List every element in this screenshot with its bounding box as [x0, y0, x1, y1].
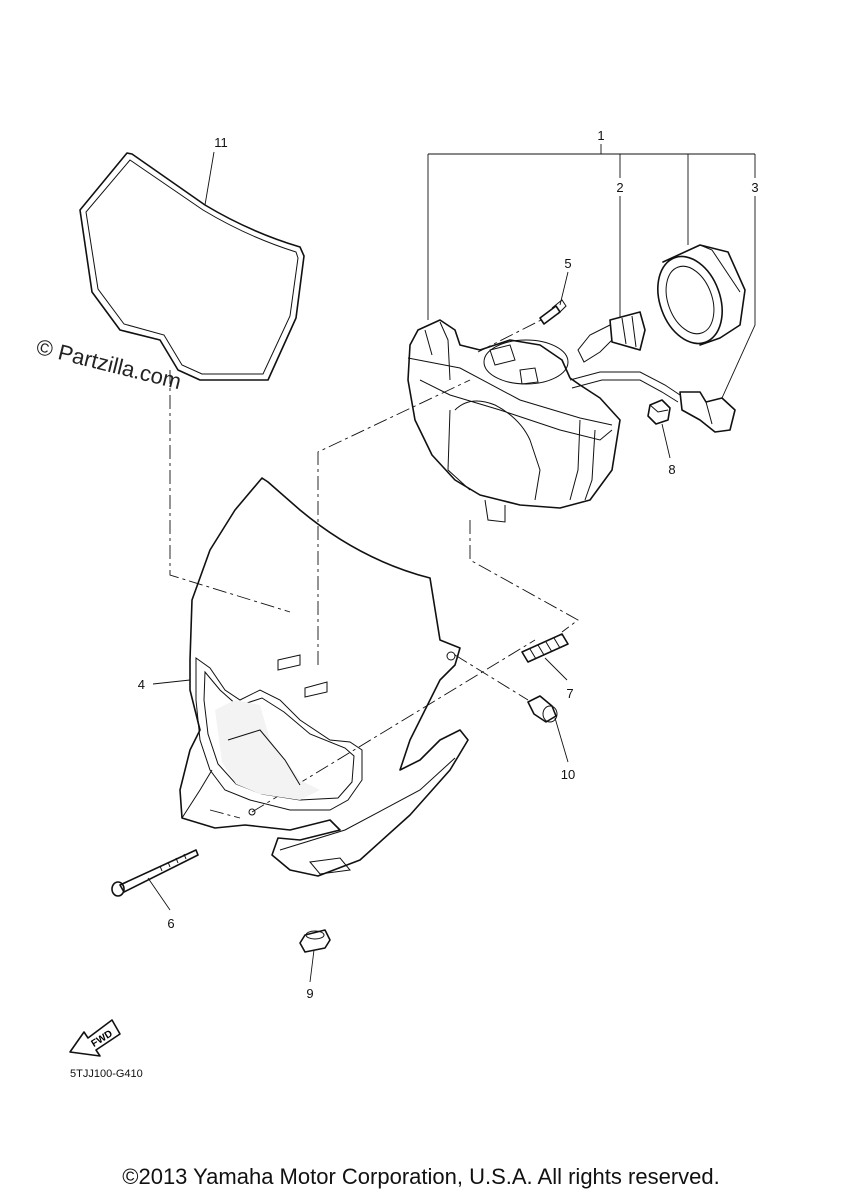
- assembly-lines: [169, 317, 579, 819]
- callout-10: 10: [561, 767, 575, 782]
- callout-7: 7: [566, 686, 573, 701]
- callout-11: 11: [214, 135, 228, 150]
- callout-4: 4: [138, 677, 145, 692]
- callout-6: 6: [167, 916, 174, 931]
- part-7-collar[interactable]: [521, 633, 569, 663]
- part-9-grommet[interactable]: [299, 929, 331, 953]
- part-1-headlight-assembly[interactable]: [407, 319, 621, 523]
- leader-lines: [147, 144, 756, 983]
- part-11-lens[interactable]: [79, 152, 305, 381]
- part-3-socket-cover[interactable]: [569, 244, 746, 433]
- part-2-bulb[interactable]: [577, 311, 646, 363]
- callout-3: 3: [751, 180, 758, 195]
- part-8-clip[interactable]: [647, 399, 671, 425]
- diagram-code: 5TJJ100-G410: [70, 1068, 143, 1080]
- callout-9: 9: [306, 986, 313, 1001]
- callout-2: 2: [616, 180, 623, 195]
- part-4-headlight-cowl[interactable]: [179, 477, 469, 877]
- callout-8: 8: [668, 462, 675, 477]
- part-6-long-bolt[interactable]: [111, 849, 199, 897]
- callout-1: 1: [597, 128, 604, 143]
- copyright-notice: ©2013 Yamaha Motor Corporation, U.S.A. A…: [122, 1164, 720, 1189]
- callout-5: 5: [564, 256, 571, 271]
- part-10-bolt[interactable]: [527, 695, 558, 723]
- fwd-arrow-icon: FWD: [69, 1019, 121, 1057]
- part-5-screw[interactable]: [539, 299, 567, 325]
